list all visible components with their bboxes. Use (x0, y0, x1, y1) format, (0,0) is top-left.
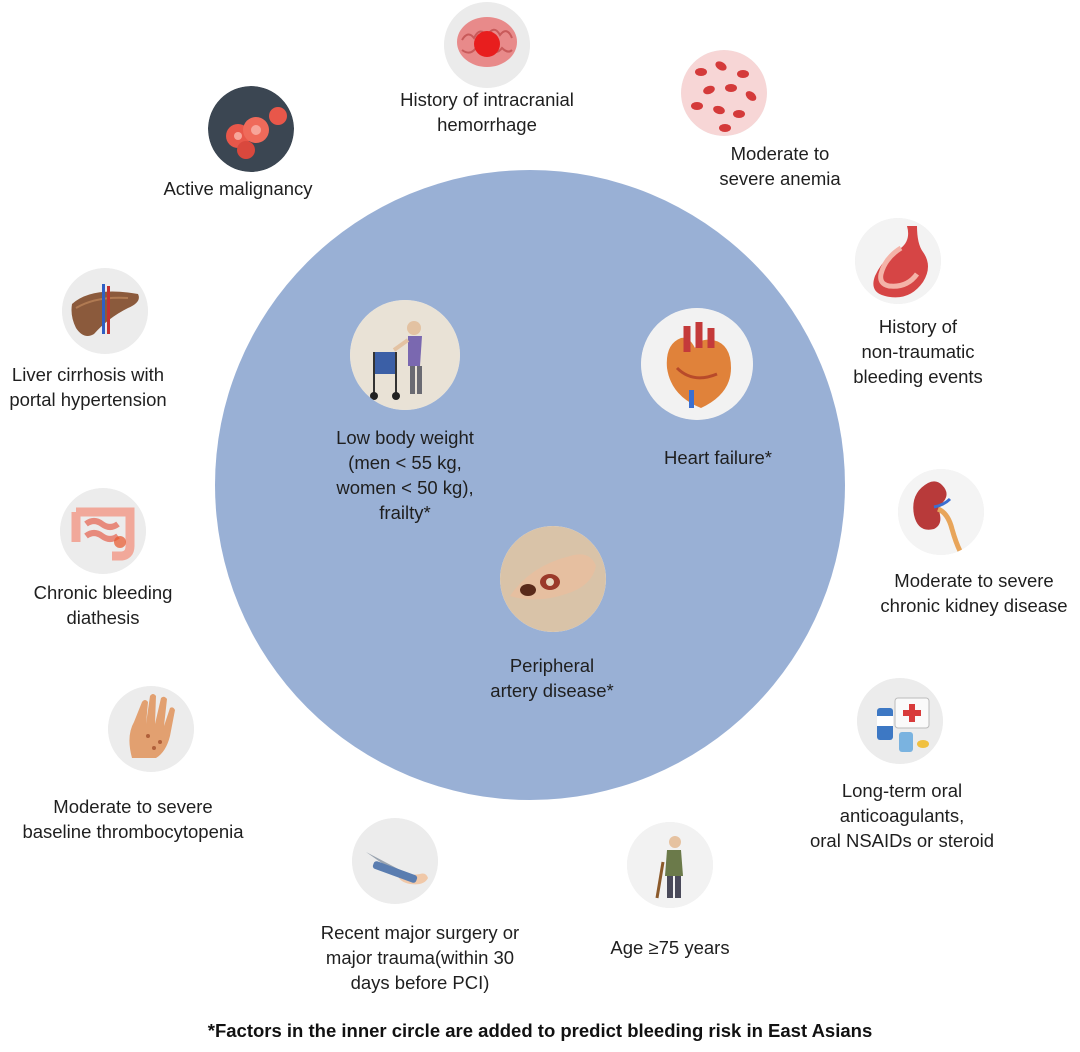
brain-hemorrhage-icon (444, 2, 530, 88)
intestine-icon (60, 488, 146, 574)
kidney-icon (898, 469, 984, 555)
liver-icon (62, 268, 148, 354)
footnote: *Factors in the inner circle are added t… (207, 1020, 873, 1041)
factor-label-low-weight: Low body weight(men < 55 kg,women < 50 k… (336, 427, 474, 523)
factor-label-heart-failure: Heart failure* (664, 447, 772, 468)
walker-frailty-icon (350, 300, 460, 410)
tumor-cells-icon (208, 86, 294, 172)
elderly-person-icon (627, 822, 713, 908)
factor-label-malignancy: Active malignancy (163, 178, 313, 199)
inner-circle (215, 170, 845, 800)
factor-label-age: Age ≥75 years (610, 937, 730, 958)
hand-icon (108, 686, 194, 772)
scalpel-icon (352, 818, 438, 904)
stomach-icon (855, 218, 941, 304)
heart-icon (641, 308, 753, 420)
foot-ulcer-icon (500, 526, 606, 632)
medicine-icon (857, 678, 943, 764)
red-blood-cells-icon (681, 50, 767, 136)
